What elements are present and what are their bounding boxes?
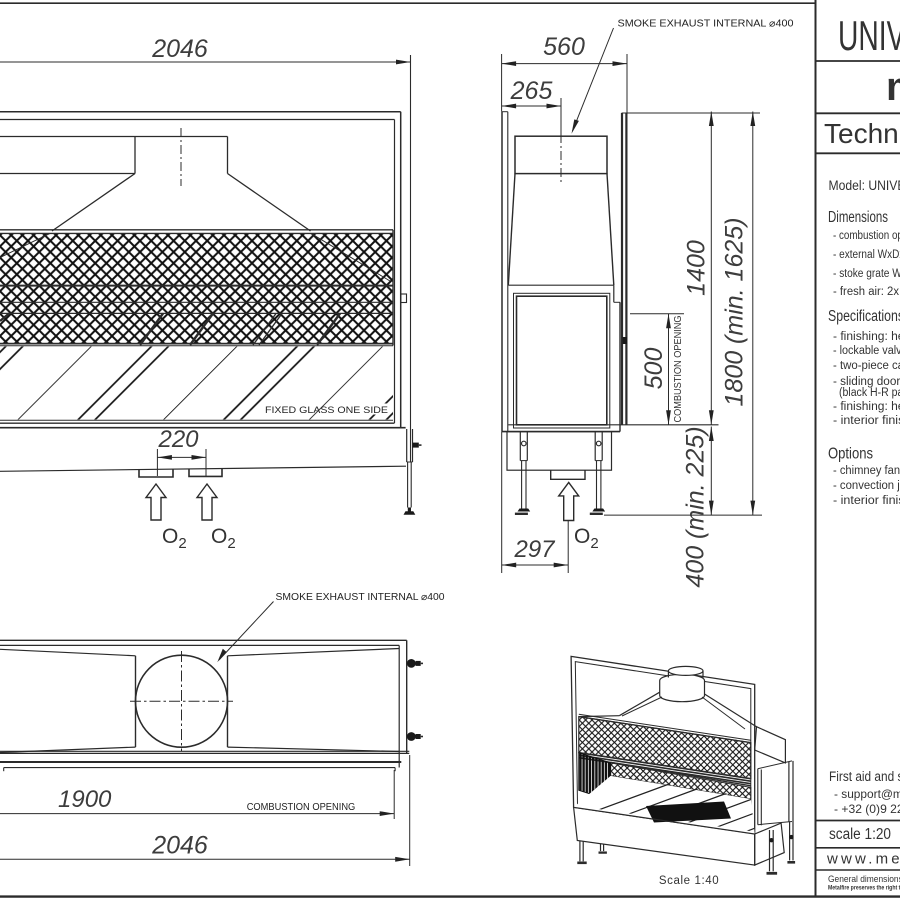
svg-text:500: 500 <box>640 348 668 390</box>
svg-text:O2: O2 <box>211 525 236 552</box>
svg-text:UNIVERSAL: UNIVERSAL <box>838 12 900 59</box>
svg-text:First aid and support: First aid and support <box>829 769 900 784</box>
svg-text:- two-piece cast iron stoke gr: - two-piece cast iron stoke grate <box>833 360 900 372</box>
svg-text:Technical fiche: Technical fiche <box>824 118 900 149</box>
svg-text:(black H-R painted aluminium f: (black H-R painted aluminium frame) <box>839 387 900 399</box>
svg-text:O2: O2 <box>162 525 187 552</box>
svg-text:- combustion opening WxH: 1900: - combustion opening WxH: 1900 x 500 mm <box>833 230 900 242</box>
svg-text:- +32 (0)9 223 85 33: - +32 (0)9 223 85 33 <box>834 802 900 816</box>
svg-text:General dimensions in mm: General dimensions in mm <box>828 874 900 885</box>
svg-text:FIXED GLASS ONE SIDE: FIXED GLASS ONE SIDE <box>265 405 388 416</box>
svg-text:scale 1:20: scale 1:20 <box>829 826 891 843</box>
svg-text:1800 (min. 1625): 1800 (min. 1625) <box>721 217 749 406</box>
svg-text:O2: O2 <box>574 525 599 552</box>
svg-text:2046: 2046 <box>151 832 208 860</box>
svg-text:Dimensions: Dimensions <box>828 209 888 226</box>
svg-text:- external WxDxH: 2046 x 560 x: - external WxDxH: 2046 x 560 x 1800 mm <box>833 249 900 261</box>
svg-text:- chimney fan with regulator: - chimney fan with regulator <box>833 465 900 477</box>
svg-text:Scale 1:40: Scale 1:40 <box>659 875 719 887</box>
svg-text:Options: Options <box>828 446 873 463</box>
svg-text:2046: 2046 <box>151 35 208 63</box>
svg-text:- convection jacket for warm a: - convection jacket for warm air <box>833 480 900 492</box>
svg-text:- sliding door with heat resis: - sliding door with heat resistant glass <box>833 376 900 388</box>
svg-text:Model: UNIVERSAL 190: Model: UNIVERSAL 190 <box>829 177 900 193</box>
svg-text:1400: 1400 <box>683 240 711 296</box>
svg-text:220: 220 <box>157 426 199 453</box>
svg-text:400 (min. 225): 400 (min. 225) <box>682 426 710 587</box>
svg-text:- support@metalfire.eu: - support@metalfire.eu <box>834 787 900 801</box>
svg-text:- finishing: heat resistant bl: - finishing: heat resistant black paint <box>833 331 900 343</box>
svg-text:- interior finishing: plate st: - interior finishing: plate steel black <box>833 415 900 427</box>
svg-text:- interior finishing: refracto: - interior finishing: refractory bricks <box>833 495 900 507</box>
svg-text:- lockable valve in smoke exha: - lockable valve in smoke exhaust <box>833 345 900 357</box>
svg-text:- stoke grate WxD: 1710 x 360: - stoke grate WxD: 1710 x 360 mm <box>833 268 900 280</box>
svg-text:COMBUSTION OPENING: COMBUSTION OPENING <box>247 802 356 813</box>
svg-text:- finishing: heat resistant bl: - finishing: heat resistant black paint <box>833 401 900 413</box>
svg-text:www.metalfire.eu: www.metalfire.eu <box>826 851 900 868</box>
svg-text:560: 560 <box>543 33 585 61</box>
svg-text:metalfire: metalfire <box>886 65 900 109</box>
svg-text:1900: 1900 <box>58 786 112 813</box>
svg-text:265: 265 <box>510 77 553 105</box>
svg-text:- fresh air: 2x O2 connection: - fresh air: 2x O2 connection <box>833 286 900 298</box>
svg-text:297: 297 <box>513 536 556 563</box>
svg-text:Specifications: Specifications <box>828 308 900 325</box>
svg-text:COMBUSTION OPENING: COMBUSTION OPENING <box>673 315 684 422</box>
svg-text:Metalfire preserves the right: Metalfire preserves the right to alter d… <box>828 885 900 892</box>
svg-text:SMOKE EXHAUST INTERNAL ⌀400: SMOKE EXHAUST INTERNAL ⌀400 <box>276 592 445 603</box>
svg-text:SMOKE EXHAUST INTERNAL ⌀400: SMOKE EXHAUST INTERNAL ⌀400 <box>618 19 794 30</box>
